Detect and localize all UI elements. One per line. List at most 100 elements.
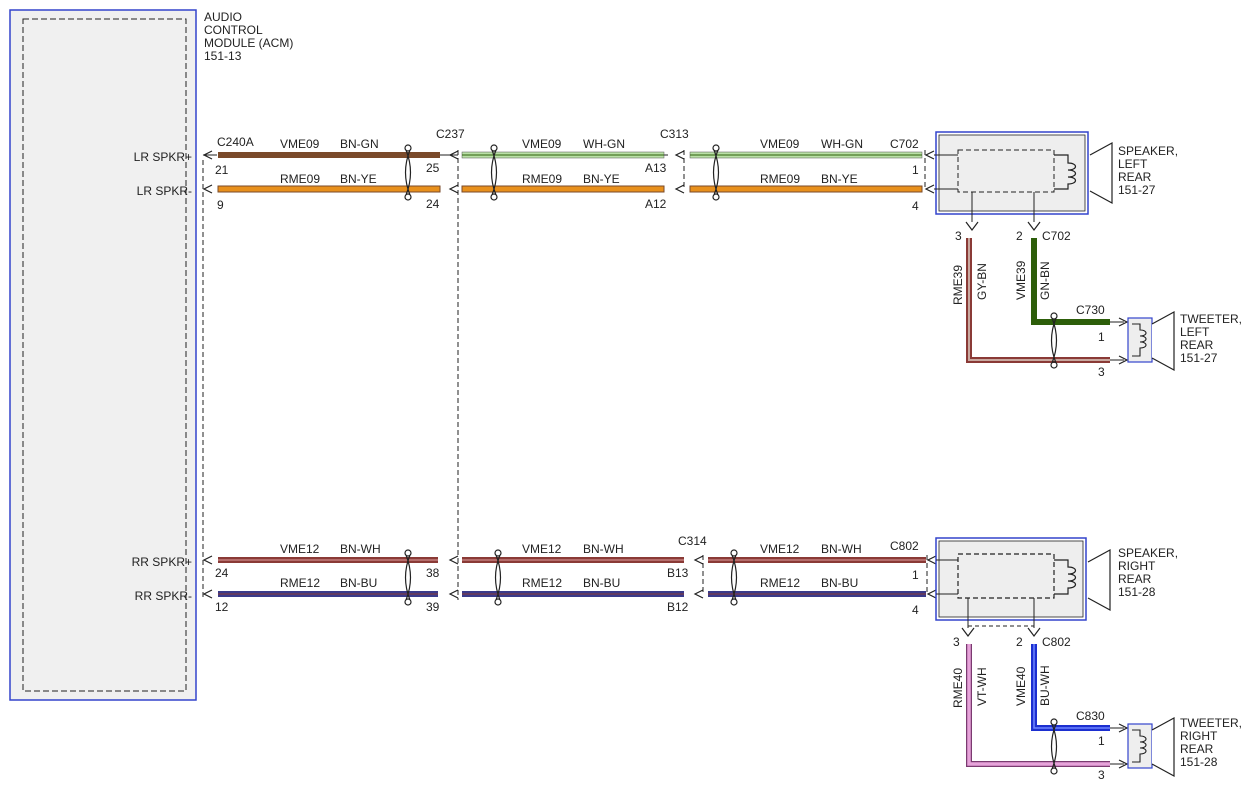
spk-right-label-3: REAR xyxy=(1118,572,1152,586)
pin-24-rr: 24 xyxy=(215,566,229,580)
tw-left-label-2: LEFT xyxy=(1180,325,1210,339)
circuit-rme09-b: RME09 xyxy=(522,172,562,186)
circuit-rme39: RME39 xyxy=(951,265,965,305)
module-title-1: AUDIO xyxy=(204,10,242,24)
pin-b13: B13 xyxy=(667,566,689,580)
tweeter-right-pin-1: 1 xyxy=(1098,734,1105,748)
circuit-rme12-b: RME12 xyxy=(522,576,562,590)
circuit-rme40: RME40 xyxy=(951,668,965,708)
color-gy-bn: GY-BN xyxy=(975,263,989,300)
color-bn-wh-c: BN-WH xyxy=(821,542,862,556)
circuit-vme12-c: VME12 xyxy=(760,542,800,556)
tw-right-label-1: TWEETER, xyxy=(1180,716,1242,730)
pin-39: 39 xyxy=(426,600,440,614)
pin-3-right: 3 xyxy=(953,635,960,649)
wire-lr-minus xyxy=(202,184,935,194)
connector-c730: C730 xyxy=(1076,303,1105,317)
connector-c240a: C240A xyxy=(217,135,254,149)
connector-c314: C314 xyxy=(678,534,707,548)
pin-1-spk-left: 1 xyxy=(912,163,919,177)
connector-c702: C702 xyxy=(890,137,919,151)
connector-c830: C830 xyxy=(1076,709,1105,723)
color-bn-bu-b: BN-BU xyxy=(583,576,620,590)
connector-c802: C802 xyxy=(890,539,919,553)
pin-1-spk-right: 1 xyxy=(912,568,919,582)
pin-4-spk-left: 4 xyxy=(912,199,919,213)
pin-label-lr-plus: LR SPKR+ xyxy=(134,150,192,164)
audio-control-module: AUDIO CONTROL MODULE (ACM) 151-13 LR SPK… xyxy=(9,9,293,701)
tw-left-label-1: TWEETER, xyxy=(1180,312,1242,326)
tweeter-right-pin-3: 3 xyxy=(1098,768,1105,782)
tw-right-label-2: RIGHT xyxy=(1180,729,1218,743)
pin-label-rr-minus: RR SPKR- xyxy=(135,589,192,603)
spk-left-label-4: 151-27 xyxy=(1118,183,1156,197)
spk-right-label-1: SPEAKER, xyxy=(1118,546,1178,560)
color-bn-gn: BN-GN xyxy=(340,137,379,151)
color-vt-wh: VT-WH xyxy=(975,667,989,706)
twist-symbols-lr xyxy=(404,144,720,201)
color-bn-ye-a: BN-YE xyxy=(340,172,377,186)
connector-c313: C313 xyxy=(660,127,689,141)
wire-rr-minus xyxy=(202,589,937,599)
module-title-3: MODULE (ACM) xyxy=(204,36,293,50)
pin-a13: A13 xyxy=(645,161,667,175)
circuit-rme09-c: RME09 xyxy=(760,172,800,186)
pin-label-rr-plus: RR SPKR+ xyxy=(132,555,192,569)
pin-3-left: 3 xyxy=(955,229,962,243)
color-wh-gn-a: WH-GN xyxy=(583,137,625,151)
circuit-rme12-a: RME12 xyxy=(280,576,320,590)
color-wh-gn-b: WH-GN xyxy=(821,137,863,151)
module-title-4: 151-13 xyxy=(204,49,242,63)
tw-right-label-3: REAR xyxy=(1180,742,1214,756)
pin-12: 12 xyxy=(215,600,229,614)
spk-right-label-2: RIGHT xyxy=(1118,559,1156,573)
speaker-left-rear xyxy=(934,131,1113,222)
pin-24: 24 xyxy=(426,197,440,211)
pin-9: 9 xyxy=(217,198,224,212)
pin-label-lr-minus: LR SPKR- xyxy=(137,184,192,198)
color-bn-wh-a: BN-WH xyxy=(340,542,381,556)
tweeter-left-rear xyxy=(1127,310,1175,372)
circuit-vme09-c: VME09 xyxy=(760,137,800,151)
twist-symbols-rr xyxy=(404,549,738,606)
pin-2-left: 2 xyxy=(1016,229,1023,243)
wire-lr-plus xyxy=(202,150,935,160)
circuit-vme12-b: VME12 xyxy=(522,542,562,556)
tweeter-right-rear xyxy=(1127,716,1175,778)
tweeter-left-pin-3: 3 xyxy=(1098,365,1105,379)
pin-4-spk-right: 4 xyxy=(912,603,919,617)
connector-c702-b: C702 xyxy=(1042,229,1071,243)
twist-symbol-left-tweeter xyxy=(1050,312,1058,369)
twist-symbol-right-tweeter xyxy=(1050,718,1058,775)
wire-right-tweeter xyxy=(961,627,1129,769)
connector-c237: C237 xyxy=(436,127,465,141)
color-bu-wh: BU-WH xyxy=(1038,665,1052,706)
color-bn-ye-c: BN-YE xyxy=(821,172,858,186)
tw-right-label-4: 151-28 xyxy=(1180,755,1218,769)
connector-c802-b: C802 xyxy=(1042,635,1071,649)
tw-left-label-3: REAR xyxy=(1180,338,1214,352)
circuit-vme39: VME39 xyxy=(1014,260,1028,300)
color-bn-bu-c: BN-BU xyxy=(821,576,858,590)
wire-left-tweeter xyxy=(965,221,1129,365)
spk-right-label-4: 151-28 xyxy=(1118,585,1156,599)
circuit-vme09-b: VME09 xyxy=(522,137,562,151)
circuit-vme12-a: VME12 xyxy=(280,542,320,556)
speaker-right-rear xyxy=(935,537,1111,628)
pin-21: 21 xyxy=(215,163,229,177)
circuit-rme12-c: RME12 xyxy=(760,576,800,590)
pin-2-right: 2 xyxy=(1016,635,1023,649)
circuit-vme09-a: VME09 xyxy=(280,137,320,151)
circuit-rme09-a: RME09 xyxy=(280,172,320,186)
color-bn-bu-a: BN-BU xyxy=(340,576,377,590)
pin-b12: B12 xyxy=(667,600,689,614)
module-title-2: CONTROL xyxy=(204,23,263,37)
spk-left-label-1: SPEAKER, xyxy=(1118,144,1178,158)
pin-25: 25 xyxy=(426,161,440,175)
color-gn-bn: GN-BN xyxy=(1038,261,1052,300)
pin-38: 38 xyxy=(426,566,440,580)
tweeter-left-pin-1: 1 xyxy=(1098,330,1105,344)
tw-left-label-4: 151-27 xyxy=(1180,351,1218,365)
pin-a12: A12 xyxy=(645,197,667,211)
